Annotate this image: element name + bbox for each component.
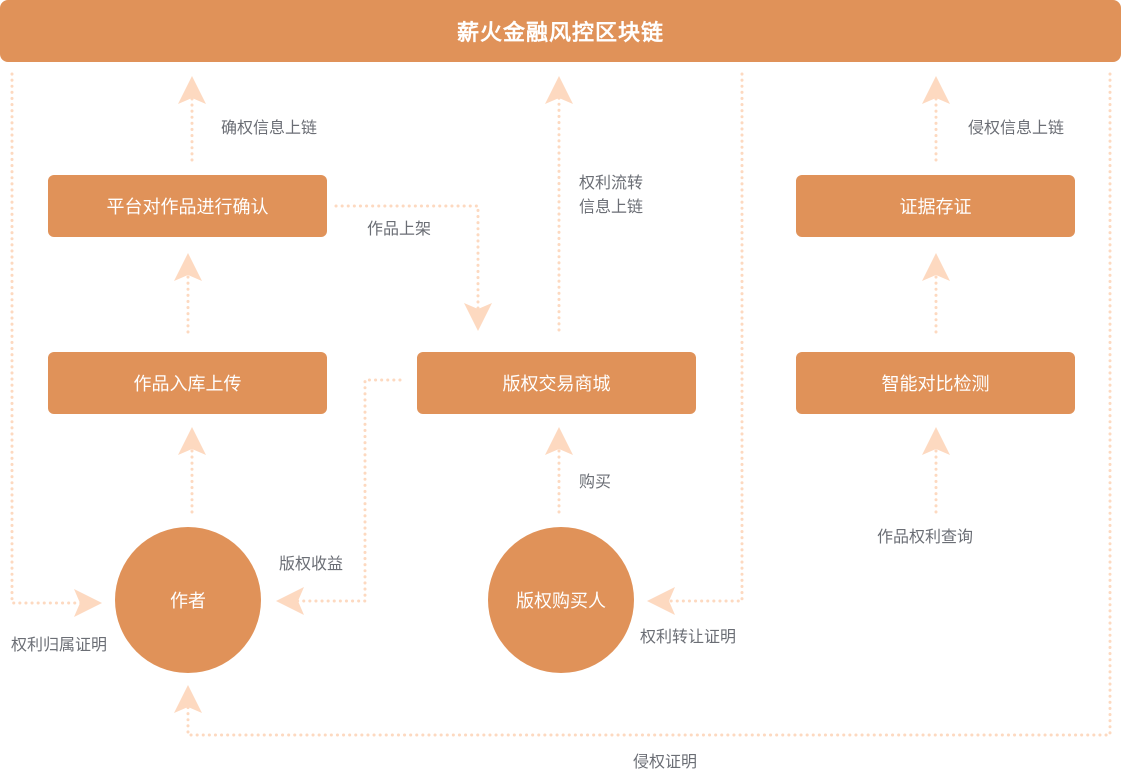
label-infringe-proof: 侵权证明 [633,752,698,771]
blockchain-header: 薪火金融风控区块链 [0,0,1121,62]
node-label: 作品入库上传 [133,374,242,395]
arrow-up-icon [922,76,950,104]
arrow-up-icon [174,253,202,281]
label-transfer-onchain-2: 信息上链 [579,197,644,216]
arrow-left-icon [276,587,304,615]
node-author: 作者 [115,527,261,673]
connector-ownership-proof [10,72,94,605]
connector-royalty [292,378,402,603]
arrow-up-icon [174,685,202,713]
label-transfer-onchain-1: 权利流转 [579,173,644,192]
arrow-up-icon [545,76,573,104]
connector-transfer-proof [664,72,744,603]
label-purchase: 购买 [579,472,612,491]
arrow-up-icon [178,76,206,104]
node-market: 版权交易商城 [417,352,696,414]
arrow-up-icon [922,253,950,281]
node-upload: 作品入库上传 [48,352,327,414]
label-rights-query: 作品权利查询 [877,527,974,546]
arrow-up-icon [922,427,950,455]
connector-infringe-proof [186,72,1112,737]
arrow-up-icon [178,427,206,455]
node-label: 平台对作品进行确认 [106,197,269,218]
node-buyer: 版权购买人 [488,527,634,673]
node-label: 证据存证 [899,197,972,218]
node-label: 智能对比检测 [881,374,990,395]
label-listing: 作品上架 [367,219,432,238]
node-evidence: 证据存证 [796,175,1075,237]
node-label: 版权交易商城 [502,374,611,395]
arrow-down-icon [464,303,492,331]
node-label: 作者 [170,591,206,612]
arrow-right-icon [74,589,102,617]
label-royalty: 版权收益 [279,554,344,573]
connector-listing [334,204,480,320]
node-detection: 智能对比检测 [796,352,1075,414]
arrow-left-icon [647,587,675,615]
label-transfer-proof: 权利转让证明 [640,627,737,646]
label-confirm-onchain: 确权信息上链 [221,118,318,137]
node-label: 版权购买人 [516,591,606,612]
label-infringe-onchain: 侵权信息上链 [968,118,1065,137]
page-title: 薪火金融风控区块链 [456,21,664,46]
node-platform-confirm: 平台对作品进行确认 [48,175,327,237]
arrow-up-icon [545,427,573,455]
label-ownership-proof: 权利归属证明 [11,635,108,654]
